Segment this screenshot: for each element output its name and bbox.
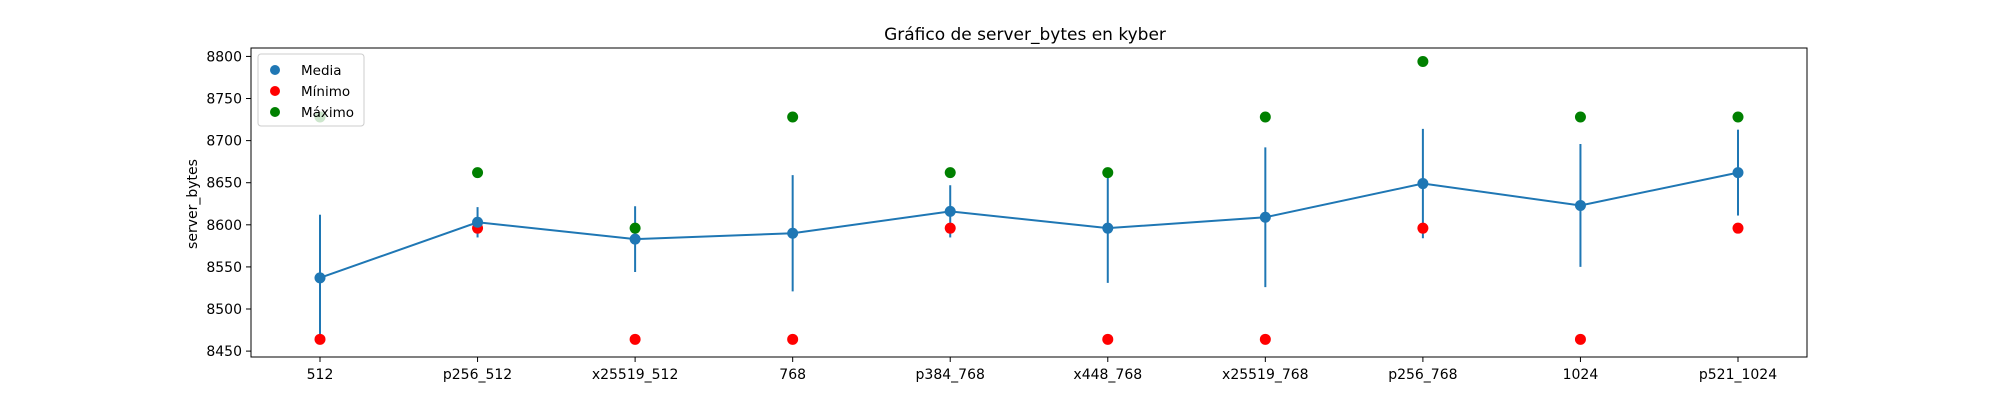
x-tick-label: p256_512 [443,367,512,383]
legend-marker [270,107,280,117]
x-tick-label: p256_768 [1388,367,1457,383]
y-axis-label-group: server_bytes [185,159,201,249]
legend-box [257,53,365,127]
data-point-minimo [1574,333,1586,345]
plot-frame [250,47,1808,358]
y-tick-label: 8600 [206,218,242,234]
y-tick-label: 8500 [206,302,242,318]
x-tick-label: x25519_512 [592,367,679,383]
x-tick-label: 1024 [1563,367,1599,383]
x-tick-label: p384_768 [916,367,985,383]
y-tick-label: 8700 [206,134,242,150]
data-point-maximo [1732,111,1744,123]
data-point-minimo [1732,222,1744,234]
data-point-maximo [1574,111,1586,123]
data-point-minimo [787,333,799,345]
y-tick-label: 8450 [206,344,242,360]
data-point-minimo [1102,333,1114,345]
data-point-media [787,227,799,239]
data-point-maximo [1259,111,1271,123]
data-point-media [1102,222,1114,234]
axes: 8450 8500 8550 8600 8650 8700 8750 8800 512 p256_… [206,47,1808,383]
y-tick-label: 8800 [206,49,242,65]
data-point-media [1417,178,1429,190]
data-point-media [1574,199,1586,211]
legend-marker [270,65,280,75]
data-point-minimo [1417,222,1429,234]
data-point-minimo [944,222,956,234]
data-point-maximo [787,111,799,123]
x-tick-label: x448_768 [1073,367,1142,383]
legend-marker [270,86,280,96]
x-tick-label: p521_1024 [1699,367,1777,383]
x-tick-label: 768 [779,367,806,383]
legend-label: Media [301,63,342,79]
chart-marks [314,55,1744,345]
data-point-media [472,216,484,228]
data-point-media [944,205,956,217]
y-tick-label: 8650 [206,176,242,192]
data-point-minimo [1259,333,1271,345]
data-point-maximo [944,167,956,179]
y-axis-label: server_bytes [185,159,201,249]
data-point-media [314,272,326,284]
legend-label: Máximo [301,105,354,121]
x-tick-label: 512 [307,367,334,383]
data-point-maximo [629,222,641,234]
data-point-media [629,233,641,245]
y-tick-label: 8550 [206,260,242,276]
chart-title: Gráfico de server_bytes en kyber [884,25,1166,45]
data-point-media [1732,167,1744,179]
series-line-media [319,171,1739,279]
legend-label: Mínimo [301,84,350,100]
data-point-media [1259,211,1271,223]
data-point-maximo [472,167,484,179]
data-point-minimo [629,333,641,345]
data-point-maximo [1417,55,1429,67]
data-point-minimo [314,333,326,345]
data-point-maximo [1102,167,1114,179]
x-tick-label: x25519_768 [1222,367,1309,383]
y-tick-label: 8750 [206,92,242,108]
